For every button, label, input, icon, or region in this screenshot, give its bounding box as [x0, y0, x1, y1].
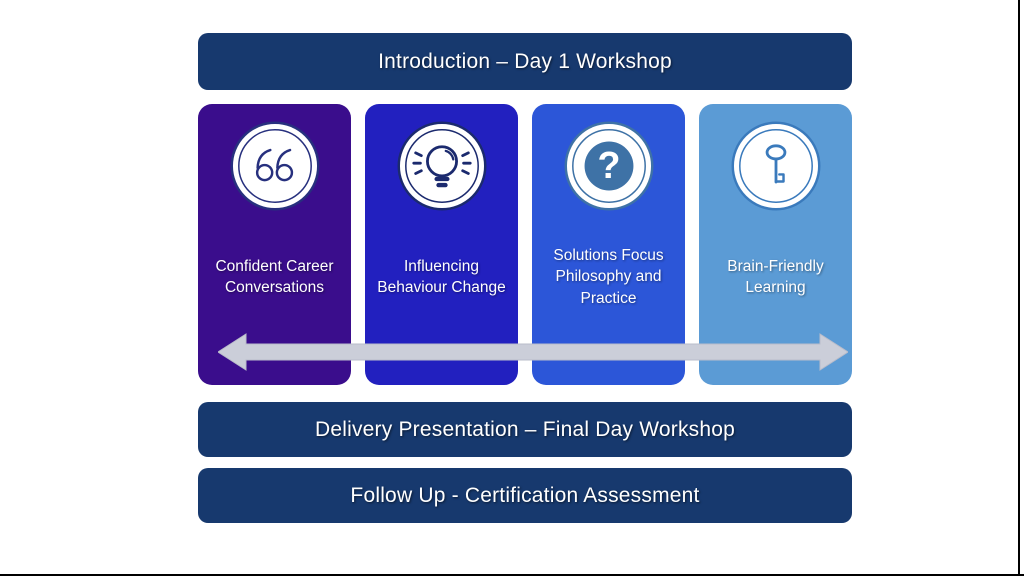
intro-banner: Introduction – Day 1 Workshop	[198, 33, 852, 90]
delivery-banner-label: Delivery Presentation – Final Day Worksh…	[314, 417, 736, 441]
card-influencing-behaviour-change: Influencing Behaviour Change	[365, 104, 518, 385]
followup-banner-label: Follow Up - Certification Assessment	[350, 483, 700, 507]
delivery-banner: Delivery Presentation – Final Day Worksh…	[198, 402, 852, 457]
card-label: Solutions Focus Philosophy and Practice	[553, 246, 664, 307]
card-label: Confident Career Conversations	[215, 257, 334, 297]
question-mark-icon: ?	[562, 119, 656, 213]
screen-edge-line-bottom	[0, 574, 1024, 576]
svg-text:?: ?	[597, 144, 620, 186]
key-icon	[729, 119, 823, 213]
card-label: Brain-Friendly Learning	[727, 257, 824, 297]
card-solutions-focus: ? Solutions Focus Philosophy and Practic…	[532, 104, 685, 385]
card-confident-career-conversations: Confident Career Conversations	[198, 104, 351, 385]
followup-banner: Follow Up - Certification Assessment	[198, 468, 852, 523]
quote-icon	[228, 119, 322, 213]
card-label: Influencing Behaviour Change	[377, 257, 506, 297]
lightbulb-icon	[395, 119, 489, 213]
intro-banner-label: Introduction – Day 1 Workshop	[378, 49, 672, 73]
double-arrow	[217, 332, 849, 372]
screen-edge-line-vertical	[1018, 0, 1020, 576]
